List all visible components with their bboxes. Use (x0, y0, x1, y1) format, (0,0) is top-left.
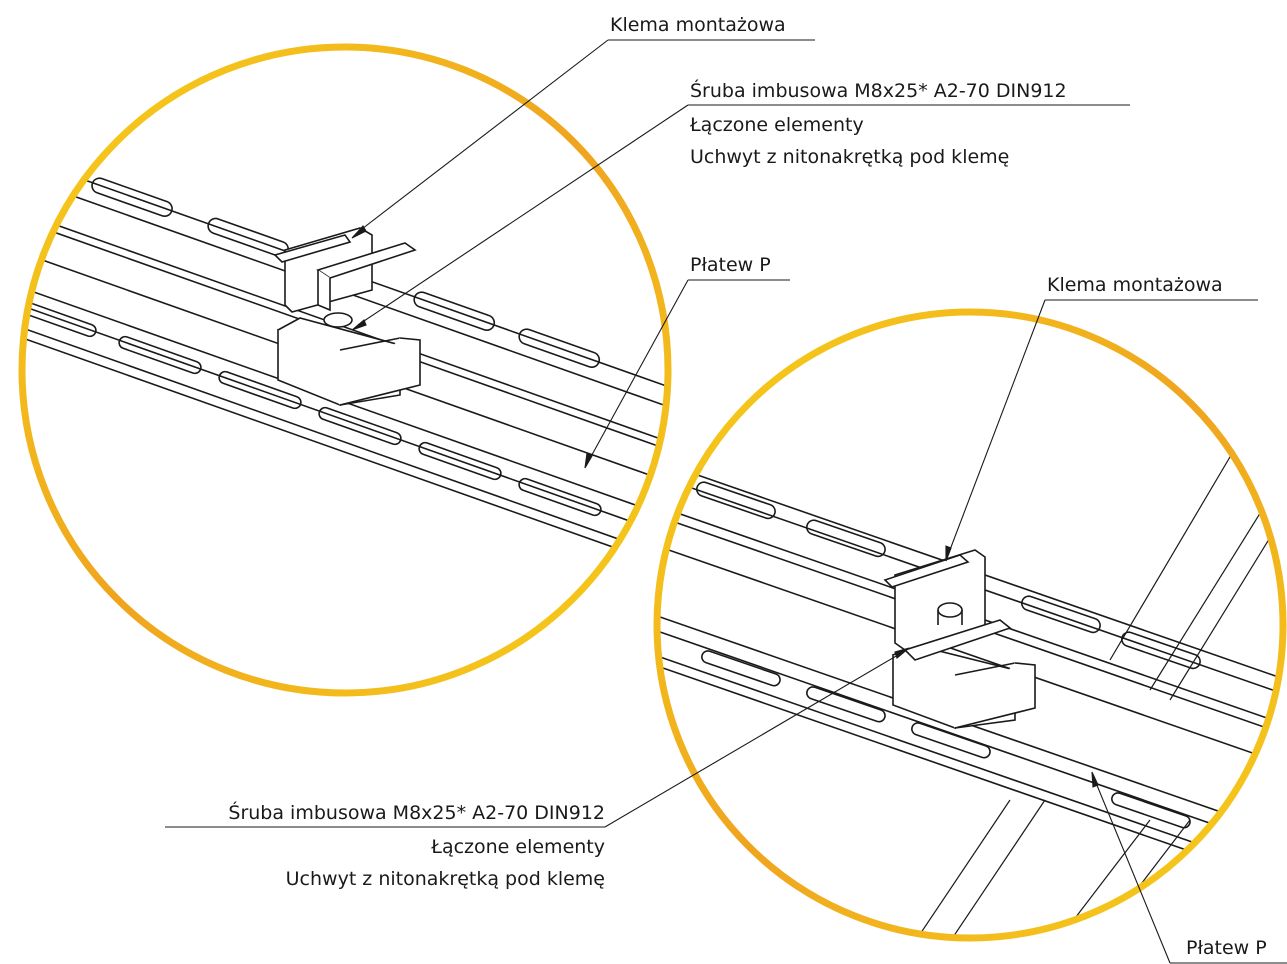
lower-rail-b-slots (701, 650, 1191, 829)
detail-a (18, 43, 672, 697)
holder-bracket-b (892, 644, 1036, 730)
holder-label-a: Uchwyt z nitonakrętką pod klemę (690, 146, 1010, 168)
joined-elements-label-a: Łączone elementy (690, 114, 864, 136)
mounting-clamp (273, 227, 417, 328)
upper-rail-b-slots (695, 481, 1201, 670)
lower-rail-slots (22, 298, 602, 517)
joined-elements-label-b: Łączone elementy (431, 836, 605, 858)
detail-b (653, 308, 1287, 942)
leader-lines (165, 39, 1287, 964)
detail-b-ring (653, 308, 1287, 942)
bolt-label-b: Śruba imbusowa M8x25* A2-70 DIN912 (228, 802, 605, 824)
upper-rail-slots (91, 177, 601, 369)
detail-a-ring (18, 43, 672, 697)
purlin-label-b: Płatew P (1186, 937, 1267, 959)
clamp-label-b: Klema montażowa (1047, 274, 1223, 296)
clamp-label-a: Klema montażowa (610, 14, 786, 36)
purlin-label-a: Płatew P (690, 254, 771, 276)
mounting-clamp-b (883, 549, 1012, 661)
bolt-label-a: Śruba imbusowa M8x25* A2-70 DIN912 (690, 80, 1067, 102)
holder-label-b: Uchwyt z nitonakrętką pod klemę (285, 868, 605, 890)
holder-bracket (277, 317, 421, 407)
